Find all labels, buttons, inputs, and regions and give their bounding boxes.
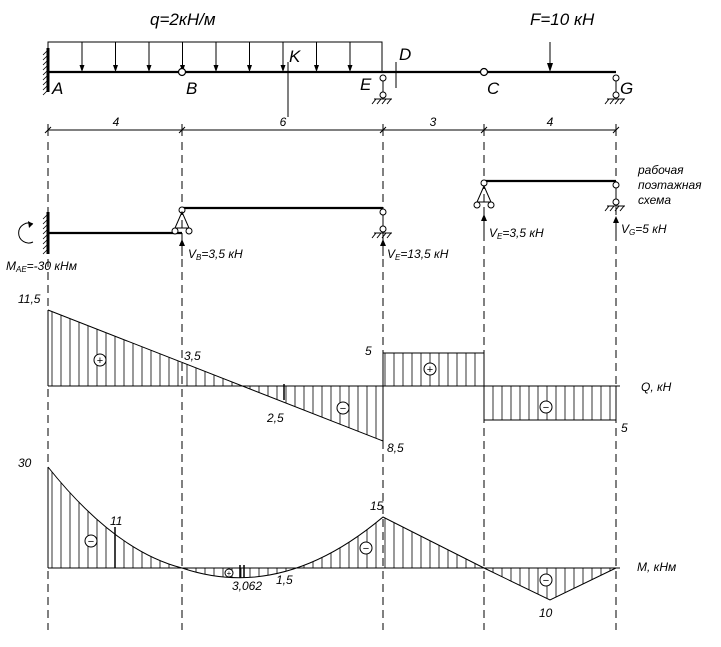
- minus-sign: −: [539, 573, 553, 587]
- hinge-b: [177, 67, 187, 77]
- point-load-f: F=10 кН: [530, 10, 595, 72]
- plus-sign: +: [93, 353, 107, 367]
- reaction-mae: MAE=-30 кНм: [6, 259, 77, 274]
- svg-text:+: +: [227, 569, 232, 578]
- point-c-label: C: [487, 79, 500, 98]
- minus-sign: −: [336, 401, 350, 415]
- q-value-8-5: 8,5: [387, 441, 404, 455]
- point-b-label: B: [186, 79, 197, 98]
- scheme-caption-3: схема: [638, 193, 671, 207]
- svg-text:−: −: [543, 575, 549, 587]
- svg-text:−: −: [340, 403, 346, 415]
- m-value-1-5: 1,5: [276, 573, 293, 587]
- point-k-label: K: [289, 47, 301, 66]
- shear-hatching: [51, 311, 611, 439]
- dimension-line: 4 6 3 4: [44, 115, 620, 136]
- support-e-floor: [371, 208, 392, 239]
- minus-sign: −: [359, 541, 373, 555]
- moment-hatching: [51, 472, 611, 599]
- shear-outline: [47, 309, 617, 442]
- reaction-ve-2: VE=3,5 кН: [489, 226, 544, 241]
- span-1-label: 4: [113, 115, 120, 129]
- q-value-5-bottom: 5: [621, 421, 628, 435]
- q-diagram-label: Q, кН: [641, 380, 672, 394]
- support-b-floor: [171, 206, 193, 235]
- m-value-3-062: 3,062: [232, 579, 262, 593]
- q-value-3-5: 3,5: [184, 349, 201, 363]
- m-value-15: 15: [370, 499, 384, 513]
- scheme-caption-2: поэтажная: [638, 178, 702, 192]
- fixed-support-a: [42, 48, 50, 96]
- span-2-label: 6: [280, 115, 287, 129]
- m-value-30: 30: [18, 456, 32, 470]
- reaction-moment-arrow: [18, 222, 34, 244]
- svg-text:−: −: [88, 536, 94, 548]
- q-value-5-top: 5: [365, 344, 372, 358]
- shear-force-diagram: + − + − 11,5 3,5 2,5 8,5 5 5 Q, кН: [18, 292, 672, 455]
- reaction-ve-1: VE=13,5 кН: [387, 247, 449, 262]
- svg-text:+: +: [427, 364, 433, 376]
- m-diagram-label: M, кНм: [637, 560, 676, 574]
- point-e-label: E: [360, 75, 372, 94]
- q-load-label: q=2кН/м: [150, 10, 216, 29]
- m-value-11: 11: [110, 514, 122, 528]
- scheme-caption-1: рабочая: [637, 163, 684, 177]
- point-d-label: D: [399, 45, 411, 64]
- point-g-label: G: [620, 79, 633, 98]
- moment-outline: [47, 466, 617, 601]
- distributed-load-arrows: [79, 42, 353, 72]
- bending-moment-diagram: − + − − 30 11 3,062 1,5 15 10 M, кНм: [18, 456, 676, 620]
- reaction-vg: VG=5 кН: [621, 222, 667, 237]
- support-g-floor: [604, 181, 625, 212]
- roller-support-e: [371, 74, 392, 105]
- point-a-label: A: [51, 79, 63, 98]
- m-value-10: 10: [539, 606, 553, 620]
- distributed-load: q=2кН/м: [47, 10, 383, 73]
- span-4-label: 4: [547, 115, 554, 129]
- q-value-2-5: 2,5: [266, 411, 284, 425]
- minus-sign: −: [84, 534, 98, 548]
- svg-text:+: +: [97, 355, 103, 367]
- q-value-11-5: 11,5: [18, 292, 41, 306]
- plus-sign: +: [423, 362, 437, 376]
- svg-text:−: −: [543, 402, 549, 414]
- f-load-label: F=10 кН: [530, 10, 595, 29]
- roller-support-g: [604, 74, 625, 105]
- reaction-vb: VB=3,5 кН: [188, 247, 243, 262]
- floor-scheme: рабочая поэтажная схема MAE=-30 кНм VB=3…: [6, 163, 702, 274]
- span-3-label: 3: [430, 115, 437, 129]
- svg-text:−: −: [363, 543, 369, 555]
- support-c-floor: [473, 179, 495, 209]
- plus-sign: +: [224, 568, 234, 578]
- reaction-arrows: [179, 214, 619, 256]
- hinge-c: [479, 67, 489, 77]
- minus-sign: −: [539, 400, 553, 414]
